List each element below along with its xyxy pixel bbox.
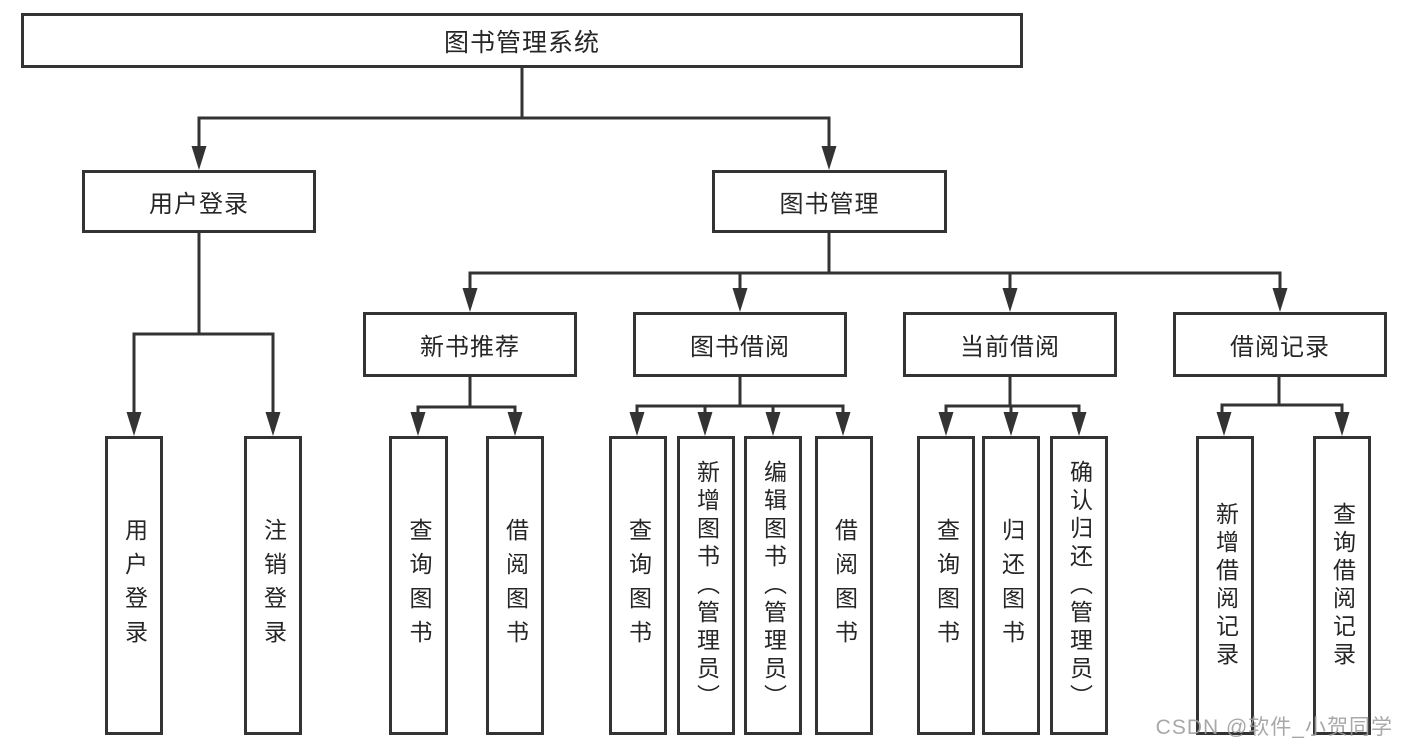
node-label: 借阅图书 — [502, 517, 529, 654]
node-leaf-borrow-books-2: 借阅图书 — [815, 436, 873, 735]
csdn-watermark: CSDN @软件_小贺同学 — [1155, 716, 1393, 739]
node-book-borrow: 图书借阅 — [633, 312, 847, 377]
node-leaf-query-books-3: 查询图书 — [917, 436, 975, 735]
node-leaf-query-borrow-record: 查询借阅记录 — [1313, 436, 1371, 735]
node-leaf-return-books: 归还图书 — [982, 436, 1040, 735]
node-book-management: 图书管理 — [712, 170, 947, 233]
node-leaf-add-books-admin: 新增图书（管理员） — [677, 436, 735, 735]
node-leaf-user-login: 用户登录 — [105, 436, 163, 735]
node-user-login: 用户登录 — [82, 170, 316, 233]
node-borrow-records: 借阅记录 — [1173, 312, 1387, 377]
node-label: 归还图书 — [998, 517, 1025, 654]
node-leaf-add-borrow-record: 新增借阅记录 — [1196, 436, 1254, 735]
node-label: 当前借阅 — [960, 334, 1060, 361]
node-leaf-query-books-2: 查询图书 — [609, 436, 667, 735]
node-label: 借阅图书 — [831, 517, 858, 654]
node-label: 图书管理 — [779, 191, 880, 218]
node-label: 查询图书 — [625, 517, 652, 654]
node-leaf-query-books-1: 查询图书 — [389, 436, 448, 735]
node-label: 新增图书（管理员） — [693, 459, 720, 712]
node-current-borrow: 当前借阅 — [903, 312, 1117, 377]
node-label: 编辑图书（管理员） — [760, 459, 787, 712]
node-label: 确认归还（管理员） — [1066, 459, 1093, 712]
node-label: 图书管理系统 — [443, 28, 600, 57]
node-label: 图书借阅 — [690, 334, 790, 361]
node-leaf-confirm-return-admin: 确认归还（管理员） — [1050, 436, 1108, 735]
node-label: 用户登录 — [149, 191, 249, 218]
node-label: 新书推荐 — [420, 334, 520, 361]
node-label: 注销登录 — [260, 517, 287, 654]
node-leaf-borrow-books-1: 借阅图书 — [486, 436, 544, 735]
node-library-system-root: 图书管理系统 — [21, 13, 1023, 68]
node-label: 查询借阅记录 — [1329, 501, 1356, 670]
node-new-book-recommend: 新书推荐 — [363, 312, 577, 377]
node-label: 借阅记录 — [1230, 334, 1330, 361]
node-leaf-edit-books-admin: 编辑图书（管理员） — [744, 436, 802, 735]
node-label: 用户登录 — [121, 517, 148, 654]
node-label: 查询图书 — [933, 517, 960, 654]
node-leaf-logout: 注销登录 — [244, 436, 302, 735]
node-label: 新增借阅记录 — [1212, 501, 1239, 670]
node-label: 查询图书 — [406, 517, 432, 654]
